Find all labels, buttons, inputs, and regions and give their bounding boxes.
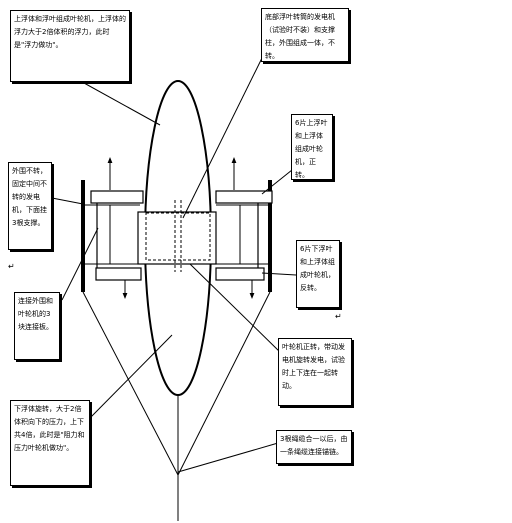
callout-generator-housing: 底部浮叶转筒的发电机（试验时不装）和支撑柱，外围组成一体，不转。 xyxy=(261,8,349,62)
paragraph-mark: ↵ xyxy=(335,312,342,321)
callout-anchor-cable: 3根绳缆合一以后，由一条绳缆连接锚链。 xyxy=(276,430,352,464)
cable-right xyxy=(177,291,271,476)
pointer-right-upper xyxy=(261,169,293,195)
paragraph-mark: ↵ xyxy=(8,262,15,271)
pointer-left-lower xyxy=(61,227,99,301)
upper-blade-bar-right xyxy=(215,190,273,204)
callout-outer-frame-fixed: 外围不转，固定中间不转的发电机，下面挂3根支撑。 xyxy=(8,162,52,250)
callout-lower-float-drag: 下浮体旋转，大于2倍体积向下的压力，上下共4倍，此时是"阻力和压力叶轮机做功"。 xyxy=(10,400,90,486)
callout-upper-float-and-blades: 上浮体和浮叶组成叶轮机，上浮体的浮力大于2倍体积的浮力，此时是"浮力做功"。 xyxy=(10,10,130,82)
generator-core xyxy=(145,212,211,261)
callout-lower-blades-reverse: 6片下浮叶和上浮体组成叶轮机，反转。 xyxy=(296,240,340,308)
cable-left xyxy=(82,291,179,476)
generator-box xyxy=(137,211,217,265)
pointer-right-middle xyxy=(261,272,297,276)
pointer-bottom-right xyxy=(177,442,279,473)
pointer-left-middle xyxy=(51,197,84,205)
lower-blade-bar-right xyxy=(215,267,265,281)
pointer-top-left xyxy=(74,77,161,126)
callout-connecting-plates: 连接外围和叶轮机的3块连接板。 xyxy=(14,292,60,360)
pointer-top-right xyxy=(182,57,263,219)
lower-blade-bar-left xyxy=(95,267,142,281)
callout-generator-rotation: 叶轮机正转，带动发电机旋转发电，试验时上下连在一起转动。 xyxy=(278,338,352,406)
pointer-bottom-left xyxy=(87,334,173,421)
pointer-right-lower xyxy=(189,263,283,355)
upper-blade-bar-left xyxy=(90,190,144,204)
callout-upper-blades-forward: 6片上浮叶和上浮体组成叶轮机，正转。 xyxy=(291,114,333,180)
